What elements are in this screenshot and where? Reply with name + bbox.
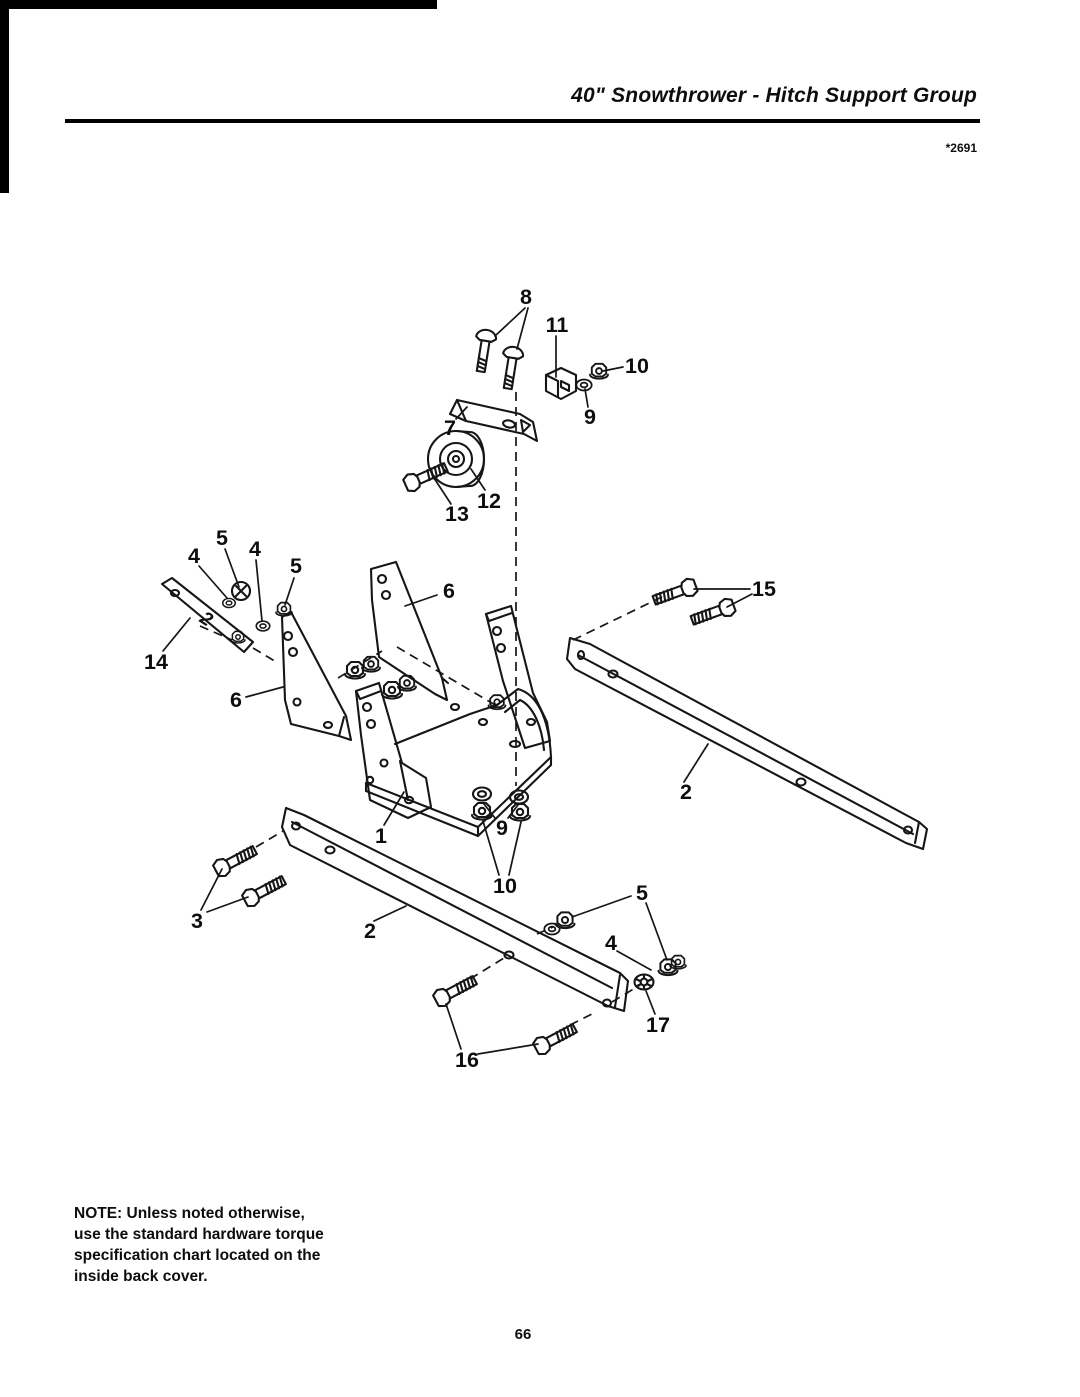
callout-2: 2 xyxy=(680,780,692,804)
callout-3: 3 xyxy=(191,909,203,933)
callout-6: 6 xyxy=(443,579,455,603)
callout-10: 10 xyxy=(625,354,649,378)
part-13-bolt xyxy=(400,458,451,495)
part-1-main-bracket xyxy=(354,604,553,838)
callout-7: 7 xyxy=(444,416,456,440)
callout-leader-lines xyxy=(162,307,753,1055)
part-7-bracket xyxy=(448,398,539,443)
callout-1: 1 xyxy=(375,824,387,848)
note-line: use the standard hardware torque xyxy=(74,1226,324,1243)
part-2-lower-bar xyxy=(280,806,630,1013)
part-4-5-left-hardware xyxy=(221,580,293,632)
callout-11: 11 xyxy=(546,313,569,337)
part-16-bolts xyxy=(430,971,581,1058)
callout-4: 4 xyxy=(249,537,261,561)
callout-5: 5 xyxy=(216,526,228,550)
callout-numbers: 8 11 10 9 7 12 13 5 4 4 5 14 6 6 15 2 1 … xyxy=(144,285,776,1072)
figure-code: *2691 xyxy=(945,141,977,155)
part-6-center-gusset xyxy=(369,560,450,702)
header-rule xyxy=(65,119,980,123)
part-12-roller xyxy=(426,429,486,489)
callout-17: 17 xyxy=(646,1013,670,1037)
parts-artwork xyxy=(160,327,929,1058)
callout-16: 16 xyxy=(455,1048,479,1072)
note-line: NOTE: Unless noted otherwise, xyxy=(74,1205,305,1222)
callout-4: 4 xyxy=(605,931,617,955)
callout-12: 12 xyxy=(477,489,501,513)
callout-13: 13 xyxy=(445,502,469,526)
callout-10: 10 xyxy=(493,874,517,898)
part-11-clip xyxy=(544,366,578,401)
callout-5: 5 xyxy=(636,881,648,905)
callout-6: 6 xyxy=(230,688,242,712)
callout-15: 15 xyxy=(752,577,776,601)
callout-9: 9 xyxy=(584,405,596,429)
callout-9: 9 xyxy=(496,816,508,840)
assembly-dashed-lines xyxy=(199,392,669,1026)
part-15-bolts xyxy=(650,575,738,630)
note-line: inside back cover. xyxy=(74,1268,208,1285)
part-14-plate xyxy=(160,576,255,654)
callout-2: 2 xyxy=(364,919,376,943)
callout-4: 4 xyxy=(188,544,200,568)
part-9-10-upper-hardware xyxy=(575,362,609,392)
callout-5: 5 xyxy=(290,554,302,578)
part-3-bolts xyxy=(210,841,290,910)
scan-artifact-left xyxy=(0,0,9,193)
part-6-left-gusset xyxy=(280,610,353,742)
part-8-carriage-bolts xyxy=(469,327,526,392)
note-line: specification chart located on the xyxy=(74,1247,321,1264)
part-2-upper-bar xyxy=(565,636,929,851)
page-title: 40" Snowthrower - Hitch Support Group xyxy=(571,84,977,107)
torque-note: NOTE: Unless noted otherwise, use the st… xyxy=(74,1203,324,1287)
callout-14: 14 xyxy=(144,650,168,674)
callout-8: 8 xyxy=(520,285,532,309)
page-number: 66 xyxy=(514,1326,532,1343)
scan-artifact-top xyxy=(0,0,437,9)
